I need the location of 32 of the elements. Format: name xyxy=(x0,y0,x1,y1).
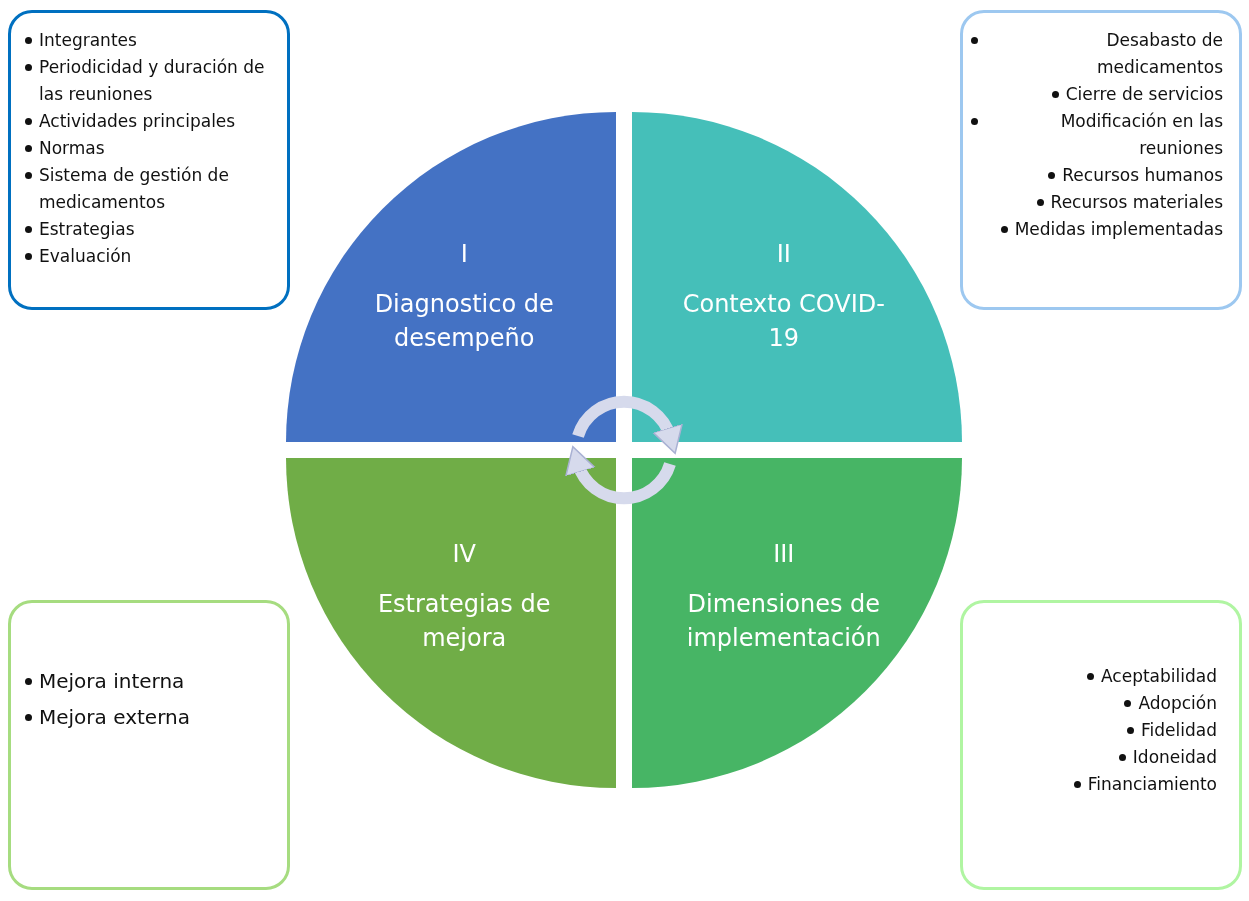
list-item: Idoneidad xyxy=(1132,746,1217,769)
roman-numeral: IV xyxy=(451,539,477,571)
list-item: Aceptabilidad xyxy=(1101,665,1217,688)
segment-title: Diagnostico de desempeño xyxy=(373,289,555,355)
list-item: Recursos humanos xyxy=(1062,164,1223,187)
bullet-list-box xyxy=(960,10,1242,310)
segment-title: Dimensiones de implementación xyxy=(685,589,882,655)
list-item: Actividades principales xyxy=(39,110,236,133)
roman-numeral: I xyxy=(459,239,469,271)
list-item: Estrategias xyxy=(39,218,135,241)
list-item: Desabasto de medicamentos xyxy=(1096,29,1223,79)
segment-title: Estrategias de mejora xyxy=(376,589,552,655)
list-item: Normas xyxy=(39,137,105,160)
bullet-list-box xyxy=(8,600,290,890)
segment-title: Contexto COVID-19 xyxy=(681,289,886,355)
list-item: Sistema de gestión de medicamentos xyxy=(39,164,230,214)
list-item: Periodicidad y duración de las reuniones xyxy=(39,56,266,106)
bullet-list-box xyxy=(8,10,290,310)
list-item: Financiamiento xyxy=(1087,773,1217,796)
roman-numeral: II xyxy=(775,239,792,271)
bullet-list-box xyxy=(960,600,1242,890)
roman-numeral: III xyxy=(772,539,796,571)
list-item: Modificación en las reuniones xyxy=(1059,110,1223,160)
list-item: Evaluación xyxy=(39,245,132,268)
list-item: Mejora externa xyxy=(39,704,190,731)
list-item: Mejora interna xyxy=(39,668,185,695)
list-item: Recursos materiales xyxy=(1050,191,1223,214)
list-item: Cierre de servicios xyxy=(1065,83,1223,106)
list-item: Fidelidad xyxy=(1141,719,1217,742)
list-item: Integrantes xyxy=(39,29,137,52)
list-item: Adopción xyxy=(1138,692,1217,715)
list-item: Medidas implementadas xyxy=(1014,218,1223,241)
